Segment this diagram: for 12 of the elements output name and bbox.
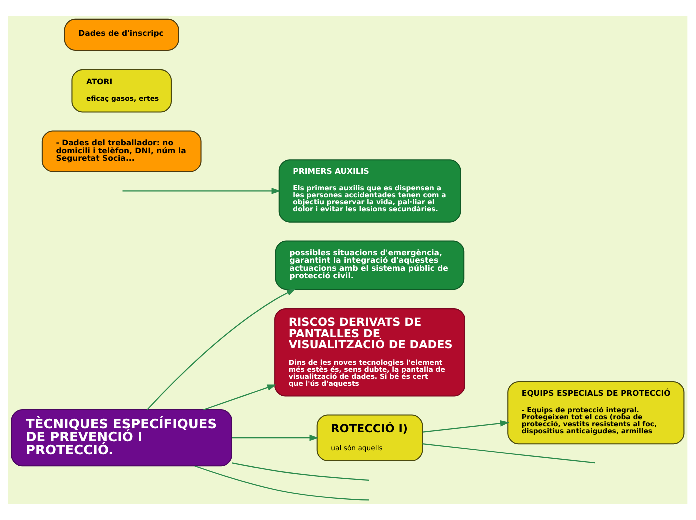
arrow <box>204 384 277 411</box>
node-box: Dades de d'inscripc <box>64 18 180 52</box>
arrow <box>122 188 281 194</box>
arrow <box>147 288 296 410</box>
node-box: possibles situacions d'emergència, garantint la integració d'aquestes actuacions amb el sistema públic de protecció civil. <box>275 240 465 290</box>
connector <box>422 443 596 464</box>
arrow <box>422 420 510 433</box>
node-box: TÈCNIQUES ESPECÍFIQUES DE PREVENCIÓ I PROTECCIÓ. <box>11 410 232 467</box>
connector <box>194 466 370 501</box>
connector <box>232 462 370 481</box>
node-box: - Dades del treballador: no domicili i telèfon, DNI, núm la Seguretat Socia... <box>42 130 202 172</box>
arrow <box>232 434 319 442</box>
